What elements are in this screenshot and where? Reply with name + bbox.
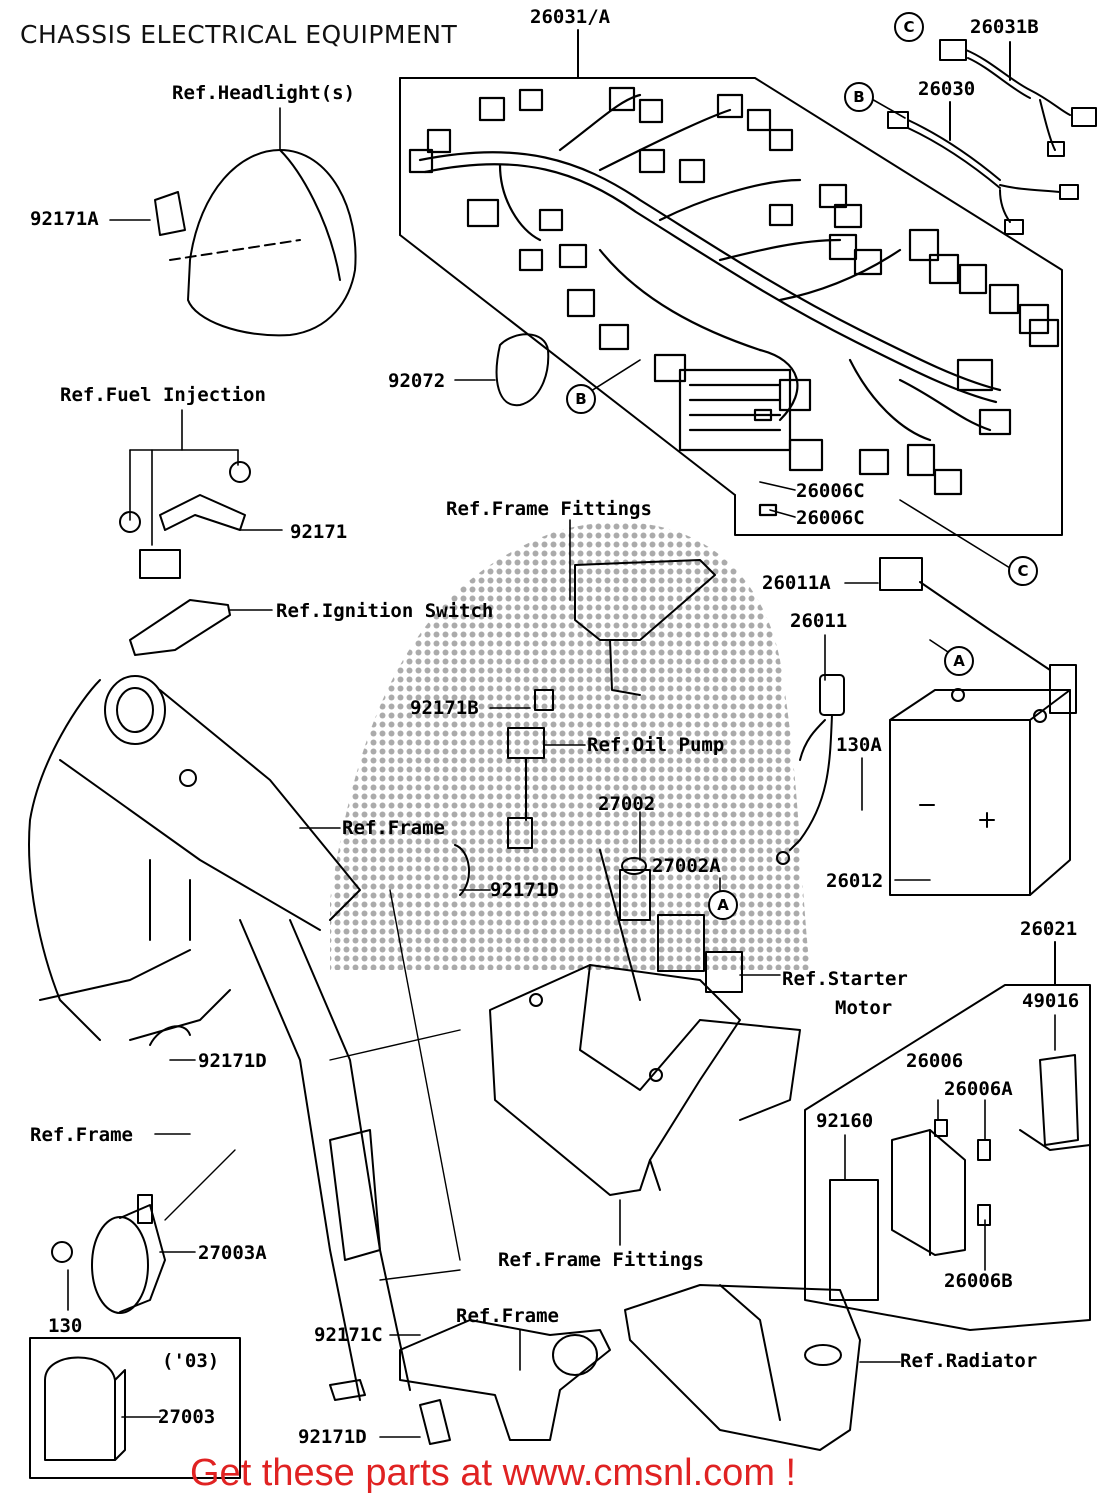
label-92171D-3: 92171D [298,1426,367,1448]
label-92171B: 92171B [410,697,479,719]
ref-circle-a: A [944,646,974,676]
main-harness-frame [399,29,1063,536]
label-26011A: 26011A [762,572,831,594]
label-26031A: 26031/A [530,6,611,28]
frame-leaders [164,889,461,1281]
diagram-title: CHASSIS ELECTRICAL EQUIPMENT [20,20,458,49]
radiator-ref [624,1284,861,1451]
label-motor: Motor [835,997,893,1019]
label-ref-frame-fittings-1: Ref.Frame Fittings [446,498,652,520]
relays [507,727,743,1001]
frame-left [28,675,411,1401]
label-92171A: 92171A [30,208,99,230]
ref-circle-a: A [708,890,738,920]
label-130A: 130A [836,734,882,756]
label-92160: 92160 [816,1110,874,1132]
footer-promo-link[interactable]: Get these parts at www.cmsnl.com ! [190,1452,797,1494]
headlight-ref [154,149,357,337]
label-49016: 49016 [1022,990,1080,1012]
fuel-injection-bracket [119,461,251,656]
label-year-03: ('03) [162,1350,220,1372]
label-26006A: 26006A [944,1078,1013,1100]
frame-fittings-bracket [534,559,716,711]
horn-27003-inset [29,1337,241,1479]
label-ref-headlight: Ref.Headlight(s) [172,82,356,104]
label-27002: 27002 [598,793,656,815]
ref-circle-b: B [566,384,596,414]
ref-circle-c: C [1008,556,1038,586]
ref-circle-c: C [894,12,924,42]
label-27002A: 27002A [652,855,721,877]
label-ref-frame-2: Ref.Frame [30,1124,133,1146]
label-27003A: 27003A [198,1242,267,1264]
label-26012: 26012 [826,870,884,892]
fuse-box-group [804,941,1091,1331]
label-ref-ignition-switch: Ref.Ignition Switch [276,600,494,622]
label-26030: 26030 [918,78,976,100]
ref-circle-b: B [844,82,874,112]
label-26031B: 26031B [970,16,1039,38]
label-92171C: 92171C [314,1324,383,1346]
label-130: 130 [48,1315,83,1337]
label-ref-radiator: Ref.Radiator [900,1350,1038,1372]
label-92171D-1: 92171D [490,879,559,901]
label-26006: 26006 [906,1050,964,1072]
label-92171D-2: 92171D [198,1050,267,1072]
battery-case [489,964,801,1196]
label-26011: 26011 [790,610,848,632]
label-26021: 26021 [1020,918,1078,940]
label-ref-oil-pump: Ref.Oil Pump [587,734,725,756]
label-ref-frame-1: Ref.Frame [342,817,445,839]
battery-26012 [889,688,1071,896]
sub-harness-26030 [887,101,1079,235]
band-92072 [495,333,550,407]
label-92072: 92072 [388,370,446,392]
main-wiring-harness [408,86,1060,517]
frame-lower [329,1319,611,1445]
battery-cables [776,557,1077,865]
label-92171: 92171 [290,521,348,543]
label-26006C-2: 26006C [796,507,865,529]
label-26006B: 26006B [944,1270,1013,1292]
sub-harness-26031B [939,39,1097,157]
watermark [330,522,810,970]
label-26006C-1: 26006C [796,480,865,502]
label-ref-fuel-injection: Ref.Fuel Injection [60,384,266,406]
label-27003: 27003 [158,1406,216,1428]
label-ref-frame-fittings-2: Ref.Frame Fittings [498,1249,704,1271]
clamps [149,844,471,1046]
label-ref-starter: Ref.Starter [782,968,908,990]
horn-27003A [51,1194,166,1314]
label-ref-frame-3: Ref.Frame [456,1305,559,1327]
